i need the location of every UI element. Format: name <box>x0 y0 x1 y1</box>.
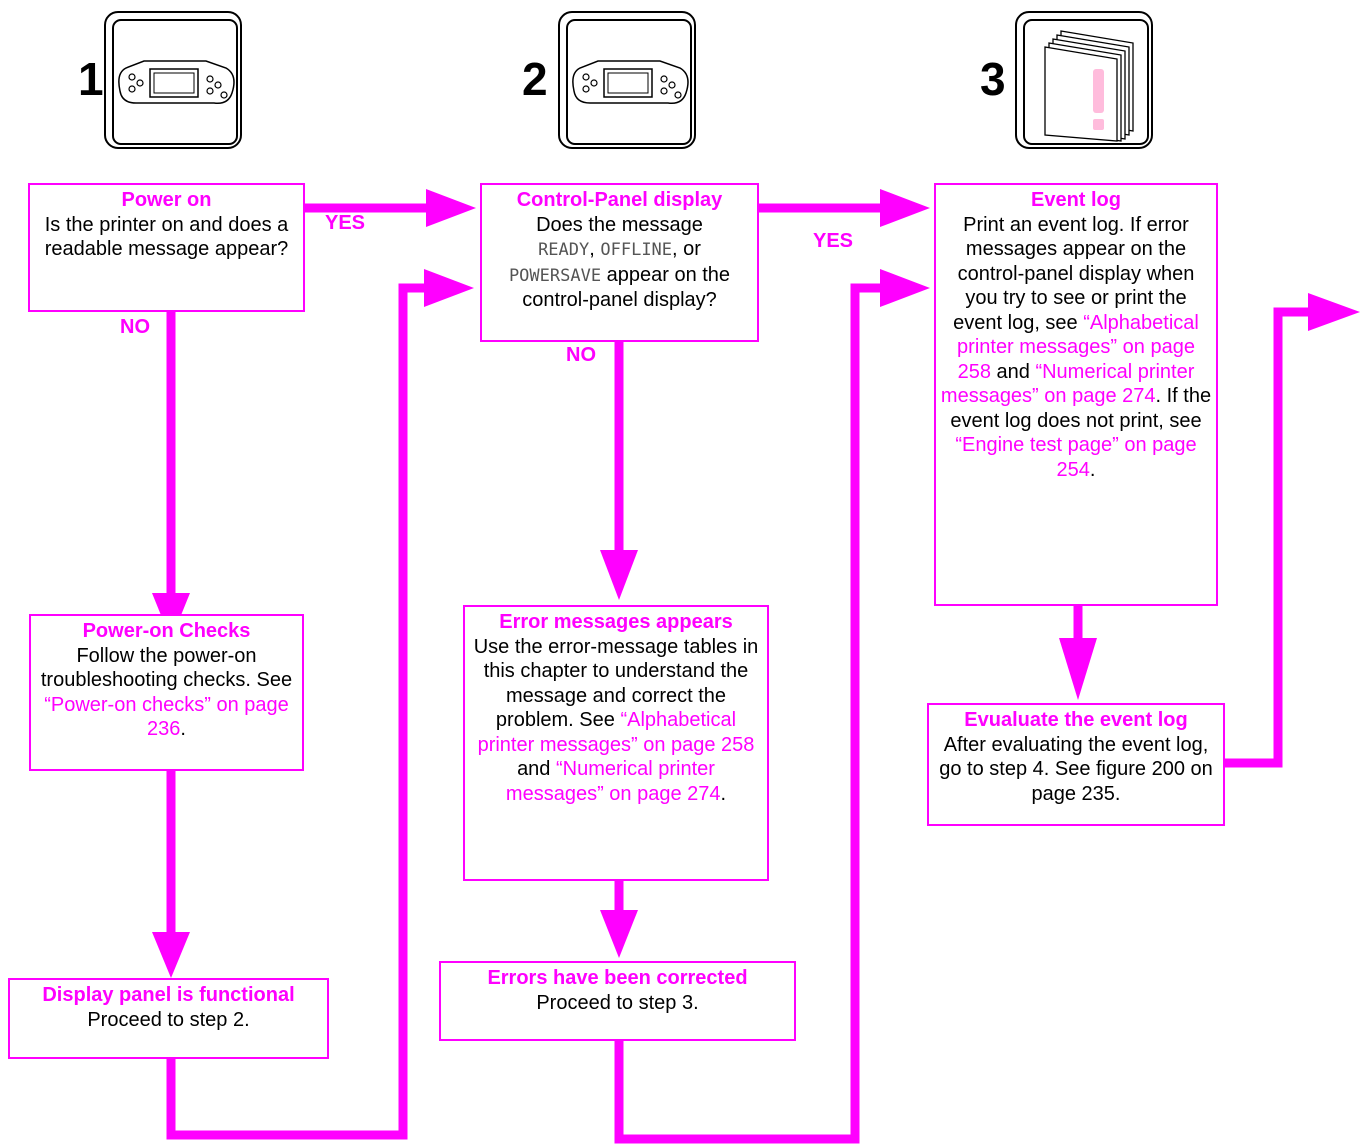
step-number-3: 3 <box>980 53 1006 105</box>
box-title: Power-on Checks <box>82 620 251 642</box>
box-title: Control-Panel display <box>516 189 723 211</box>
box-title: Power on <box>121 189 212 211</box>
no-label: NO <box>120 316 150 338</box>
yes-label: YES <box>813 230 854 252</box>
arrowhead-to-functional <box>152 932 190 978</box>
link-engine-test-page[interactable]: “Engine test page” on page 254 <box>955 434 1197 481</box>
message-powersave: POWERSAVE <box>508 265 602 286</box>
control-panel-icon <box>558 11 696 149</box>
event-log-box: Event log Print an event log. If error m… <box>934 183 1218 606</box>
box-title: Error messages appears <box>499 611 733 633</box>
box-body: Does the message <box>536 213 703 236</box>
link-numerical-messages[interactable]: “Numerical printer messages” on page 274 <box>505 758 721 805</box>
display-functional-box: Display panel is functional Proceed to s… <box>8 978 329 1059</box>
box-title: Evualuate the event log <box>964 709 1188 731</box>
box-title: Errors have been corrected <box>487 967 748 989</box>
error-messages-box: Error messages appears Use the error-mes… <box>463 605 769 881</box>
no-label: NO <box>566 344 596 366</box>
arrowhead-to-control-yes <box>426 189 476 227</box>
control-panel-icon <box>104 11 242 149</box>
evaluate-event-log-box: Evualuate the event log After evaluating… <box>927 703 1225 826</box>
arrowhead-to-step4 <box>1308 293 1360 331</box>
link-alphabetical-messages[interactable]: “Alphabetical printer messages” on page … <box>957 311 1199 383</box>
arrowhead-to-eventlog-yes <box>880 189 930 227</box>
connector-functional-to-step2 <box>166 283 425 1140</box>
step-number-2: 2 <box>522 53 548 105</box>
arrowhead-to-corrected <box>600 910 638 958</box>
box-title: Display panel is functional <box>42 984 295 1006</box>
step-number-1: 1 <box>78 53 104 105</box>
power-on-checks-box: Power-on Checks Follow the power-on trou… <box>29 614 304 771</box>
control-panel-display-box: Control-Panel display Does the message R… <box>480 183 759 342</box>
connector-evaluate-to-step4 <box>1224 307 1312 768</box>
yes-label: YES <box>325 212 366 234</box>
printed-pages-warning-icon <box>1015 11 1153 149</box>
message-ready: READY <box>538 240 590 260</box>
errors-corrected-box: Errors have been corrected Proceed to st… <box>439 961 796 1041</box>
box-body: Is the printer on and does a readable me… <box>44 213 289 261</box>
box-body: appear on the control-panel display? <box>522 263 731 312</box>
link-alphabetical-messages[interactable]: “Alphabetical printer messages” on page … <box>477 709 755 756</box>
arrowhead-to-eventlog-from-loop <box>880 269 930 307</box>
arrowhead-to-evaluate <box>1059 638 1097 700</box>
connector-corrected-to-step3 <box>614 283 882 1144</box>
link-power-on-checks[interactable]: “Power-on checks” on page 236 <box>44 693 289 741</box>
message-offline: OFFLINE <box>600 240 673 260</box>
power-on-box: Power on Is the printer on and does a re… <box>28 183 305 312</box>
link-numerical-messages[interactable]: “Numerical printer messages” on page 274 <box>940 360 1195 408</box>
arrowhead-to-error-messages <box>600 550 638 600</box>
box-body: Print an event log. If error messages ap… <box>953 213 1195 334</box>
arrowhead-to-control-from-loop <box>424 269 474 307</box>
box-title: Event log <box>1030 189 1121 211</box>
